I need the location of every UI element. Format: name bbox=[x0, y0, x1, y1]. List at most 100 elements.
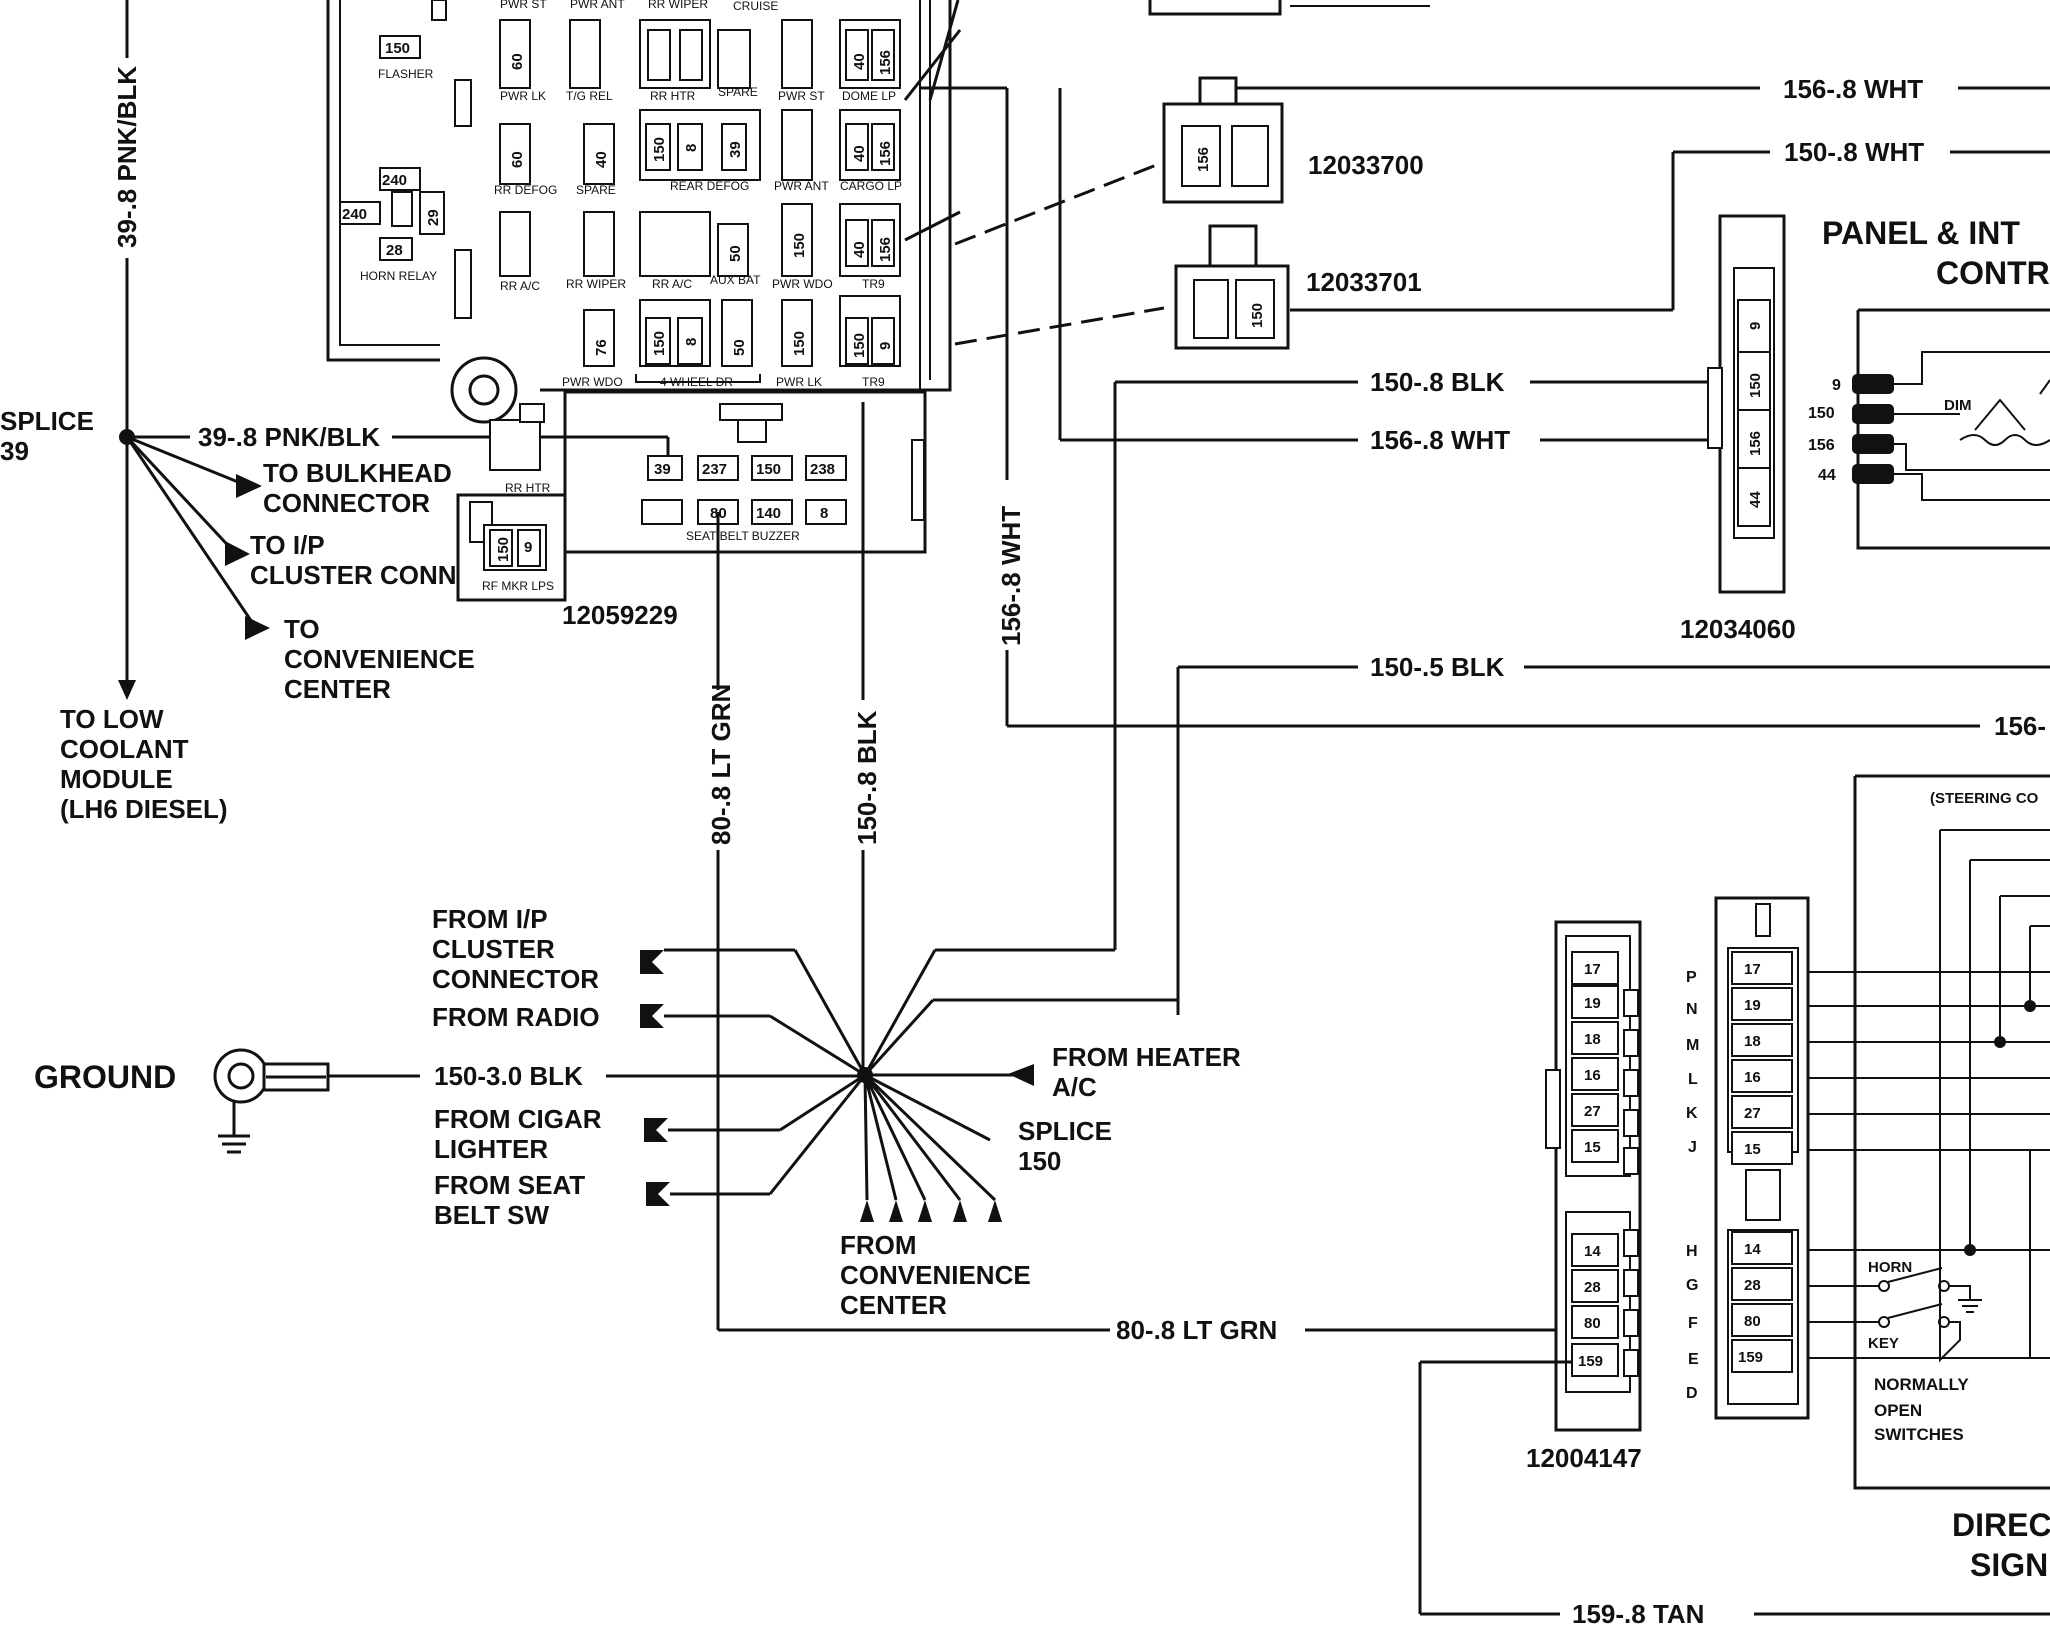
direc-label: DIREC bbox=[1952, 1507, 2050, 1543]
cavity-pwr-lk-low: 150 bbox=[791, 331, 808, 356]
fuse-label: RR DEFOG bbox=[494, 183, 557, 197]
switches-note-1: NORMALLY bbox=[1874, 1375, 1969, 1394]
to-low-coolant-1: TO LOW bbox=[60, 704, 164, 734]
key-switch-label: KEY bbox=[1868, 1335, 1899, 1352]
ground-label: GROUND bbox=[34, 1059, 176, 1095]
fuse-block: PWR ST PWR ANT RR WIPER CRUISE 150 FLASH… bbox=[326, 0, 952, 630]
cavity-flasher: 150 bbox=[385, 40, 410, 57]
fuse-label: PWR WDO bbox=[562, 375, 623, 389]
fuse-label: T/G REL bbox=[566, 89, 613, 103]
c4-cavity: 15 bbox=[1584, 1139, 1601, 1156]
to-ip-1: TO I/P bbox=[250, 530, 325, 560]
fuse-label: TR9 bbox=[862, 375, 885, 389]
steering-column: (STEERING CO HORN KEY NORMALLY OPEN SWIT… bbox=[1853, 774, 2050, 1583]
fuse-label: AUX BAT bbox=[710, 273, 761, 287]
horn-switch-blade-icon bbox=[1887, 1267, 1943, 1283]
cavity-horn-b: 240 bbox=[342, 206, 367, 223]
cavity-tr9-low-b: 9 bbox=[877, 342, 894, 350]
from-conv-2: CONVENIENCE bbox=[840, 1260, 1031, 1290]
fuse-label: RR HTR bbox=[650, 89, 696, 103]
fuse-label: CARGO LP bbox=[840, 179, 902, 193]
wire-150-5-label: 150-.5 BLK bbox=[1370, 652, 1505, 682]
fuse-label: RR WIPER bbox=[566, 277, 626, 291]
ground-ring-icon bbox=[213, 1048, 269, 1104]
wire-150-blk-label: 150-.8 BLK bbox=[1370, 367, 1505, 397]
from-radio: FROM RADIO bbox=[432, 1002, 600, 1032]
arrow-up-icon bbox=[889, 1200, 903, 1222]
fuse-block-part-number: 12059229 bbox=[562, 600, 678, 630]
wire-39-vertical-label: 39-.8 PNK/BLK bbox=[112, 66, 142, 248]
ground-wire-label: 150-3.0 BLK bbox=[434, 1061, 583, 1091]
wire-156-wht-label: 156-.8 WHT bbox=[1370, 425, 1510, 455]
c5-cavity: 15 bbox=[1744, 1141, 1761, 1158]
horn-switch-contact-icon bbox=[1878, 1280, 1890, 1292]
lower-cavity: 150 bbox=[756, 461, 781, 478]
c4-cavity: 19 bbox=[1584, 995, 1601, 1012]
c5-cavity: 17 bbox=[1744, 961, 1761, 978]
wire-80-horizontal-label: 80-.8 LT GRN bbox=[1116, 1315, 1277, 1345]
c2-part-number: 12033701 bbox=[1306, 267, 1422, 297]
to-conv-3: CENTER bbox=[284, 674, 391, 704]
from-conv-1: FROM bbox=[840, 1230, 917, 1260]
fuse-top-label: PWR ANT bbox=[570, 0, 625, 11]
fuse-label-horn-relay: HORN RELAY bbox=[360, 269, 437, 283]
c1-cavity: 156 bbox=[1195, 147, 1212, 172]
wire-156-right-label: 156- bbox=[1994, 711, 2046, 741]
c5-pin-letter: M bbox=[1686, 1037, 1699, 1054]
fuse-label: SPARE bbox=[576, 183, 616, 197]
cavity-tr9-low-a: 150 bbox=[851, 333, 868, 358]
ground-section: GROUND 150-3.0 BLK FROM I/P CLUSTER CONN… bbox=[34, 904, 1241, 1320]
cavity-4wd-a: 150 bbox=[651, 331, 668, 356]
connector-steering: 17 19 18 16 27 15 14 28 80 159 P N M L K… bbox=[1686, 896, 2050, 1420]
wire-156-top-label: 156-.8 WHT bbox=[1783, 74, 1923, 104]
fuse-label: 4 WHEEL DR bbox=[660, 375, 733, 389]
cavity-tr9-b: 156 bbox=[877, 237, 894, 262]
c3-cavity-156: 156 bbox=[1747, 431, 1764, 456]
fuse-label: PWR LK bbox=[500, 89, 546, 103]
panel-dim-label: DIM bbox=[1944, 397, 1972, 414]
arrow-icon bbox=[644, 1118, 668, 1142]
to-low-coolant-3: MODULE bbox=[60, 764, 173, 794]
cavity-rf-b: 9 bbox=[524, 539, 532, 556]
c5-pin-letter: F bbox=[1688, 1315, 1698, 1332]
wire-156-vertical-label: 156-.8 WHT bbox=[996, 506, 1026, 646]
c4-part-number: 12004147 bbox=[1526, 1443, 1642, 1473]
panel-section: PANEL & INT CONTR 9 150 156 44 DIM bbox=[1808, 215, 2050, 550]
from-cigar-1: FROM CIGAR bbox=[434, 1104, 602, 1134]
rheostat-coil-icon bbox=[1959, 434, 2050, 446]
panel-pin-150: 150 bbox=[1808, 405, 1835, 422]
fuse-label: RR A/C bbox=[500, 279, 540, 293]
arrow-down-icon bbox=[118, 680, 136, 700]
wire-150-top-label: 150-.8 WHT bbox=[1784, 137, 1924, 167]
lower-cavity: 140 bbox=[756, 505, 781, 522]
from-seat-1: FROM SEAT bbox=[434, 1170, 585, 1200]
c4-cavity: 16 bbox=[1584, 1067, 1601, 1084]
cavity-horn-a: 240 bbox=[382, 172, 407, 189]
to-low-coolant-4: (LH6 DIESEL) bbox=[60, 794, 228, 824]
arrow-icon bbox=[640, 950, 664, 974]
panel-pin-44: 44 bbox=[1818, 467, 1836, 484]
key-switch-contact-icon bbox=[1878, 1316, 1890, 1328]
cavity-horn-d: 28 bbox=[386, 242, 403, 259]
c5-cavity: 18 bbox=[1744, 1033, 1761, 1050]
arrow-up-icon bbox=[988, 1200, 1002, 1222]
c3-cavity-9: 9 bbox=[1747, 322, 1764, 330]
arrow-up-icon bbox=[918, 1200, 932, 1222]
from-heater-1: FROM HEATER bbox=[1052, 1042, 1241, 1072]
panel-pin-9: 9 bbox=[1832, 377, 1841, 394]
cavity-cargo-b: 156 bbox=[877, 141, 894, 166]
lower-cavity: 8 bbox=[820, 505, 828, 522]
c3-cavity-150: 150 bbox=[1747, 373, 1764, 398]
c5-pin-letter: K bbox=[1686, 1105, 1698, 1122]
c5-pin-letter: D bbox=[1686, 1385, 1698, 1402]
c5-pin-letter: G bbox=[1686, 1277, 1698, 1294]
switches-note-3: SWITCHES bbox=[1874, 1425, 1964, 1444]
cavity-rear-defog-c: 39 bbox=[727, 141, 744, 158]
cavity-rear-defog-b: 8 bbox=[683, 144, 700, 152]
c5-cavity: 14 bbox=[1744, 1241, 1761, 1258]
fuse-label: SPARE bbox=[718, 85, 758, 99]
cavity-pwr-wdo-low: 76 bbox=[593, 339, 610, 356]
splice-wire-label: 39-.8 PNK/BLK bbox=[198, 422, 380, 452]
c5-pin-letter: H bbox=[1686, 1243, 1698, 1260]
